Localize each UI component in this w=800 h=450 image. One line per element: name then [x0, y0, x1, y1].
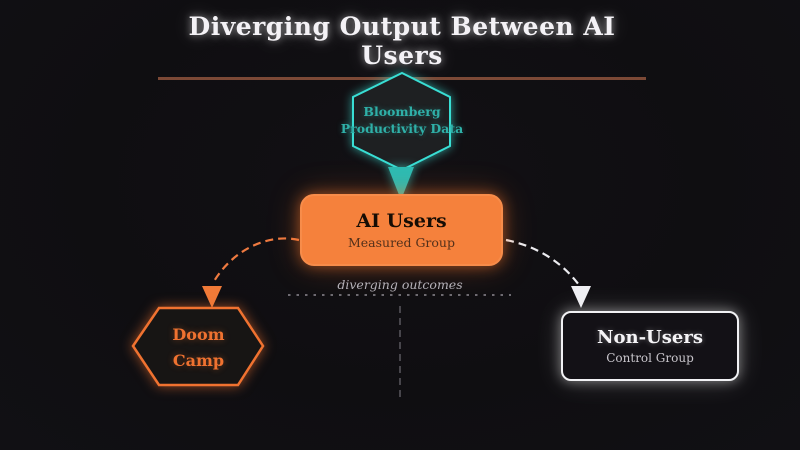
page-title: Diverging Output Between AI Users	[188, 12, 616, 70]
right-branch-connector	[505, 238, 580, 286]
non-users-title: Non-Users	[597, 327, 703, 348]
ai-users-node: AI Users Measured Group	[300, 194, 503, 266]
source-label-line2: Productivity Data	[340, 121, 464, 136]
non-users-node: Non-Users Control Group	[561, 311, 739, 381]
diverging-outcomes-label: diverging outcomes	[337, 277, 463, 292]
title-block: Diverging Output Between AI Users	[158, 12, 646, 80]
doom-camp-label-line2: Camp	[172, 351, 225, 370]
non-users-subtitle: Control Group	[606, 351, 694, 365]
doom-camp-hexagon	[131, 306, 265, 387]
source-label-line1: Bloomberg	[363, 104, 441, 119]
ai-users-title: AI Users	[356, 210, 447, 232]
doom-camp-node-label: Doom Camp	[146, 322, 251, 374]
arrow-down-teal-icon	[388, 167, 414, 200]
arrow-down-orange-icon	[202, 286, 222, 308]
doom-camp-label-line1: Doom	[172, 325, 225, 344]
source-node-label: Bloomberg Productivity Data	[337, 103, 467, 137]
ai-users-subtitle: Measured Group	[347, 235, 455, 250]
arrow-down-white-icon	[571, 286, 591, 308]
left-branch-connector	[212, 237, 300, 284]
